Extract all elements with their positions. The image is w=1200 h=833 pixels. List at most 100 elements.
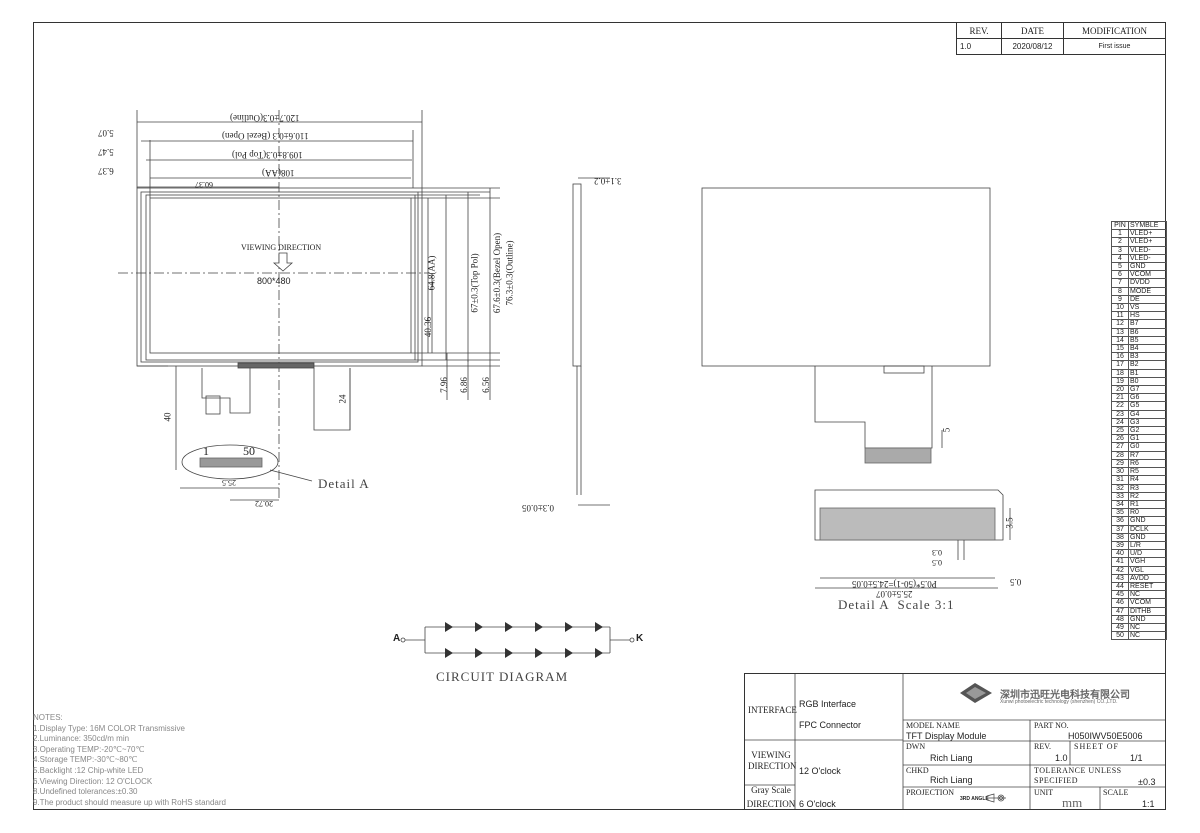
pin-symbol: R1 xyxy=(1128,499,1167,510)
model-value: TFT Display Module xyxy=(906,731,987,741)
pin-symbol: L/R xyxy=(1128,540,1167,551)
pin-number: 22 xyxy=(1111,401,1129,411)
pin-first-label: 1 xyxy=(203,444,209,458)
pin-symbol: G4 xyxy=(1128,409,1167,419)
pin-symbol: DE xyxy=(1128,294,1167,305)
cathode-label: K xyxy=(636,633,644,644)
pin-symbol: B1 xyxy=(1128,368,1167,378)
cathode-terminal xyxy=(629,637,635,643)
dwn-label: DWN xyxy=(906,742,926,751)
pin-number: 47 xyxy=(1111,606,1129,616)
pin-symbol: DVDD xyxy=(1128,278,1167,288)
pin-number: 15 xyxy=(1111,344,1129,354)
resolution-label: 800*480 xyxy=(257,276,291,286)
unit-value: mm xyxy=(1062,795,1083,810)
part-value: H050IWV50E5006 xyxy=(1068,731,1143,741)
detail-dim-03: 0.3 xyxy=(932,548,942,557)
scale-label: SCALE xyxy=(1103,788,1129,797)
pin-symbol: VGH xyxy=(1128,557,1167,567)
pin-symbol: R7 xyxy=(1128,450,1167,460)
pin-symbol: HS xyxy=(1128,311,1167,321)
side-panel xyxy=(572,183,582,367)
symbol-header: SYMBLE xyxy=(1128,220,1167,231)
dim-fpc-24: 24 xyxy=(337,394,348,404)
revision-table: REV. DATE MODIFICATION 1.0 2020/08/12 Fi… xyxy=(956,22,1166,55)
note-line: 1.Display Type: 16M COLOR Transmissive xyxy=(33,723,185,733)
detail-a-ellipse xyxy=(181,444,279,480)
detail-a-label: Detail A xyxy=(318,476,370,491)
pin-number: 7 xyxy=(1111,278,1129,288)
scale-value: 1:1 xyxy=(1142,799,1155,809)
detail-dim-35: 3.5 xyxy=(1004,517,1015,529)
pin-symbol: B3 xyxy=(1128,352,1167,362)
pin-symbol: G3 xyxy=(1128,417,1167,428)
pin-number: 35 xyxy=(1111,508,1129,518)
pin-symbol: VLED- xyxy=(1128,253,1167,264)
pin-number: 23 xyxy=(1111,409,1129,419)
projection-symbol-icon xyxy=(986,793,1006,803)
pin-symbol: B5 xyxy=(1128,335,1167,346)
circuit-caption: CIRCUIT DIAGRAM xyxy=(436,669,569,684)
pin-number: 21 xyxy=(1111,393,1129,403)
pin-number: 37 xyxy=(1111,524,1129,534)
pin-number: 41 xyxy=(1111,557,1129,567)
pin-symbol: VLED+ xyxy=(1128,237,1167,247)
pin-symbol: AVDD xyxy=(1128,573,1167,583)
pin-number: 30 xyxy=(1111,467,1129,477)
pin-number: 9 xyxy=(1111,294,1129,305)
modification-value: First issue xyxy=(1063,38,1166,55)
pin-symbol: R6 xyxy=(1128,458,1167,469)
pin-symbol: B0 xyxy=(1128,376,1167,387)
detail-a-caption: Detail A Scale 3:1 xyxy=(838,597,955,612)
dim-bottom-pol: 6.86 xyxy=(458,377,469,393)
pin-number: 13 xyxy=(1111,327,1129,337)
pin-symbol: DITHB xyxy=(1128,606,1167,616)
pin-number: 3 xyxy=(1111,245,1129,255)
dim-pol-width: 109.8±0.3(Top Pol) xyxy=(232,150,303,160)
pin-symbol: DCLK xyxy=(1128,524,1167,534)
fpc-value: FPC Connector xyxy=(799,720,862,730)
side-thickness: 3.1±0.2 xyxy=(594,176,622,186)
pin-symbol: VCOM xyxy=(1128,598,1167,608)
pin-symbol: B6 xyxy=(1128,327,1167,337)
interface-label: INTERFACE xyxy=(748,705,797,715)
pin-number: 27 xyxy=(1111,442,1129,452)
pin-symbol: GND xyxy=(1128,532,1167,542)
pin-symbol: U/D xyxy=(1128,549,1167,559)
pin-number: 40 xyxy=(1111,549,1129,559)
pin-symbol: G2 xyxy=(1128,426,1167,436)
pin-number: 11 xyxy=(1111,311,1129,321)
pin-symbol: RESET xyxy=(1128,581,1167,592)
dim-outline-height: 76.3±0.3(Outline) xyxy=(504,240,515,306)
dim-aa-width: 108(AA) xyxy=(262,168,295,178)
detail-a-pads xyxy=(819,507,996,541)
offset-outline: 5.07 xyxy=(98,128,114,138)
pin-number: 20 xyxy=(1111,385,1129,395)
anode-label: A xyxy=(393,633,401,644)
pin-number: 49 xyxy=(1111,622,1129,633)
